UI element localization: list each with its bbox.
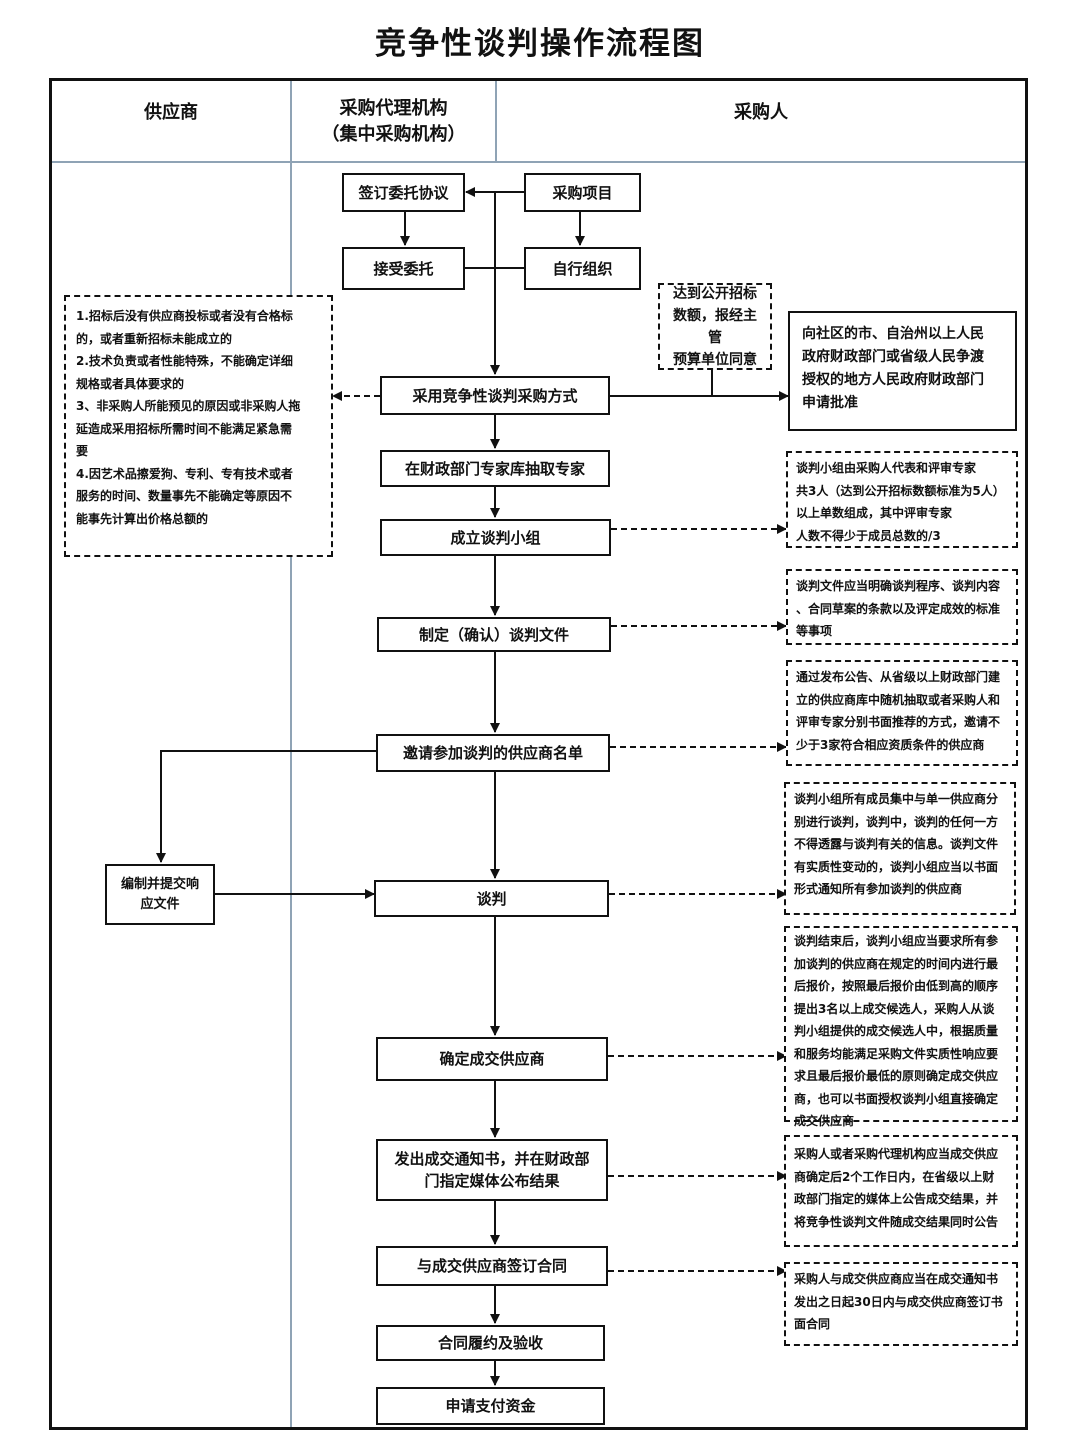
note-line: 预算单位同意 [673, 351, 757, 368]
note-line: 4.因艺术品擦爱狗、专利、专有技术或者 [76, 466, 293, 481]
note-line: 以上单数组成，其中评审专家 [796, 506, 953, 520]
note-line: 谈判文件应当明确谈判程序、谈判内容 [796, 579, 1001, 593]
step-issue-notice-line2: 门指定媒体公布结果 [424, 1172, 560, 1190]
page-title: 竞争性谈判操作流程图 [375, 26, 705, 62]
note-line: 立的供应商库中随机抽取或者采购人和 [796, 692, 1001, 707]
note-line: 2.技术负责或者性能特殊，不能确定详细 [76, 354, 293, 368]
note-line: 数额，报经主管 [673, 307, 757, 346]
note-line: 将竞争性谈判文件随成交结果同时公告 [794, 1214, 999, 1229]
note-line: 求且最后报价最低的原则确定成交供应 [794, 1069, 999, 1083]
note-line: 发出之日起30日内与成交供应商签订书 [794, 1294, 1003, 1309]
step-make-docs: 制定（确认）谈判文件 [377, 617, 611, 652]
step-determine-supplier: 确定成交供应商 [376, 1037, 608, 1081]
lane-title-purchaser: 采购人 [734, 102, 788, 123]
note-line: 要 [76, 444, 89, 458]
step-self-organize: 自行组织 [524, 247, 641, 290]
note-line: 达到公开招标 [673, 285, 757, 302]
note-threshold: 达到公开招标 数额，报经主管 预算单位同意 [658, 283, 772, 370]
note-line: 采购人与成交供应商应当在成交通知书 [794, 1272, 999, 1286]
note-determine-rules: 谈判结束后，谈判小组应当要求所有参 加谈判的供应商在规定的时间内进行最 后报价，… [784, 926, 1018, 1128]
step-draw-experts: 在财政部门专家库抽取专家 [380, 450, 610, 487]
lane-divider-left [290, 81, 292, 1427]
note-line: 通过发布公告、从省级以上财政部门建 [796, 670, 1001, 684]
note-line: 别进行谈判，谈判中，谈判的任何一方 [794, 814, 999, 829]
lane-title-agency: 采购代理机构 （集中采购机构） [292, 96, 495, 148]
note-group-composition: 谈判小组由采购人代表和评审专家 共3人（达到公开招标数额标准为5人） 以上单数组… [786, 451, 1018, 548]
note-line: 谈判结束后，谈判小组应当要求所有参 [794, 934, 999, 948]
step-perform-accept: 合同履约及验收 [376, 1325, 605, 1361]
step-adopt-method: 采用竞争性谈判采购方式 [380, 376, 610, 415]
note-line: 等事项 [796, 624, 833, 638]
note-line: 后报价，按照最后报价由低到高的顺序 [794, 979, 999, 993]
note-contract-rules: 采购人与成交供应商应当在成交通知书 发出之日起30日内与成交供应商签订书 面合同 [784, 1262, 1018, 1346]
note-line: 商，也可以书面授权谈判小组直接确定 [794, 1091, 999, 1106]
note-line: 政部门指定的媒体上公告成交结果，并 [794, 1192, 999, 1206]
step-accept-commission: 接受委托 [342, 247, 465, 290]
note-invite-method: 通过发布公告、从省级以上财政部门建 立的供应商库中随机抽取或者采购人和 评审专家… [786, 660, 1018, 766]
note-line: 少于3家符合相应资质条件的供应商 [796, 737, 985, 752]
note-line: 申请批准 [802, 395, 858, 411]
note-line: 评审专家分别书面推荐的方式，邀请不 [796, 715, 1001, 729]
flowchart-frame [49, 78, 1028, 1430]
note-line: 服务的时间、数量事先不能确定等原因不 [76, 489, 293, 503]
note-line: 面合同 [794, 1317, 831, 1331]
step-issue-notice-line1: 发出成交通知书，并在财政部 [394, 1150, 590, 1168]
step-sign-agreement: 签订委托协议 [342, 173, 465, 212]
step-prepare-response: 编制并提交响应文件 [105, 864, 215, 925]
note-line: 1.招标后没有供应商投标或者没有合格标 [76, 309, 293, 323]
note-line: 谈判小组由采购人代表和评审专家 [796, 461, 977, 475]
note-line: 向社区的市、自治州以上人民 [802, 326, 984, 342]
note-line: 人数不得少于成员总数的/3 [796, 528, 941, 543]
note-line: 商确定后2个工作日内，在省级以上财 [794, 1169, 995, 1184]
lane-divider-right [495, 81, 497, 161]
step-negotiate: 谈判 [374, 880, 609, 917]
lane-header-divider [52, 161, 1025, 163]
step-sign-contract: 与成交供应商签订合同 [376, 1246, 608, 1286]
arrow-invite-to-response [156, 750, 376, 863]
note-notice-rules: 采购人或者采购代理机构应当成交供应 商确定后2个工作日内，在省级以上财 政部门指… [784, 1135, 1018, 1247]
note-line: 有实质性变动的，谈判小组应当以书面 [794, 859, 999, 874]
note-line: 政府财政部门或省级人民争渡 [802, 349, 984, 365]
note-docs-content: 谈判文件应当明确谈判程序、谈判内容 、合同草案的条款以及评定成效的标准 等事项 [786, 569, 1018, 645]
lane-title-supplier: 供应商 [144, 102, 198, 123]
note-line: 加谈判的供应商在规定的时间内进行最 [794, 956, 999, 971]
note-line: 提出3名以上成交候选人，采购人从谈 [794, 1001, 995, 1016]
note-line: 采购人或者采购代理机构应当成交供应 [794, 1147, 999, 1161]
note-line: 成交供应商 [794, 1114, 855, 1128]
note-line: 不得透露与谈判有关的信息。谈判文件 [794, 837, 999, 851]
note-line: 、合同草案的条款以及评定成效的标准 [796, 601, 1001, 616]
lane-title-agency-line2: （集中采购机构） [321, 124, 466, 145]
note-line: 授权的地方人民政府财政部门 [802, 372, 984, 388]
note-line: 的，或者重新招标未能成立的 [76, 331, 233, 346]
note-conditions: 1.招标后没有供应商投标或者没有合格标 的，或者重新招标未能成立的 2.技术负责… [64, 295, 333, 557]
note-line: 3、非采购人所能预见的原因或非采购人拖 [76, 399, 301, 413]
step-purchase-project: 采购项目 [524, 173, 641, 212]
note-line: 判小组提供的成交候选人中，根据质量 [794, 1024, 999, 1038]
note-line: 规格或者具体要求的 [76, 376, 185, 391]
step-apply-payment: 申请支付资金 [376, 1387, 605, 1425]
note-line: 共3人（达到公开招标数额标准为5人） [796, 483, 1005, 498]
step-form-group: 成立谈判小组 [380, 519, 611, 556]
note-line: 延造成采用招标所需时间不能满足紧急需 [76, 421, 293, 436]
note-approval: 向社区的市、自治州以上人民 政府财政部门或省级人民争渡 授权的地方人民政府财政部… [788, 311, 1017, 431]
lane-title-agency-line1: 采购代理机构 [339, 98, 448, 119]
note-line: 谈判小组所有成员集中与单一供应商分 [794, 792, 999, 806]
note-line: 和服务均能满足采购文件实质性响应要 [794, 1046, 999, 1061]
note-negotiate-rules: 谈判小组所有成员集中与单一供应商分 别进行谈判，谈判中，谈判的任何一方 不得透露… [784, 782, 1016, 915]
step-invite-list: 邀请参加谈判的供应商名单 [376, 734, 610, 772]
step-issue-notice: 发出成交通知书，并在财政部 门指定媒体公布结果 [376, 1139, 608, 1201]
note-line: 能事先计算出价格总额的 [76, 511, 209, 526]
note-line: 形式通知所有参加谈判的供应商 [794, 882, 963, 896]
